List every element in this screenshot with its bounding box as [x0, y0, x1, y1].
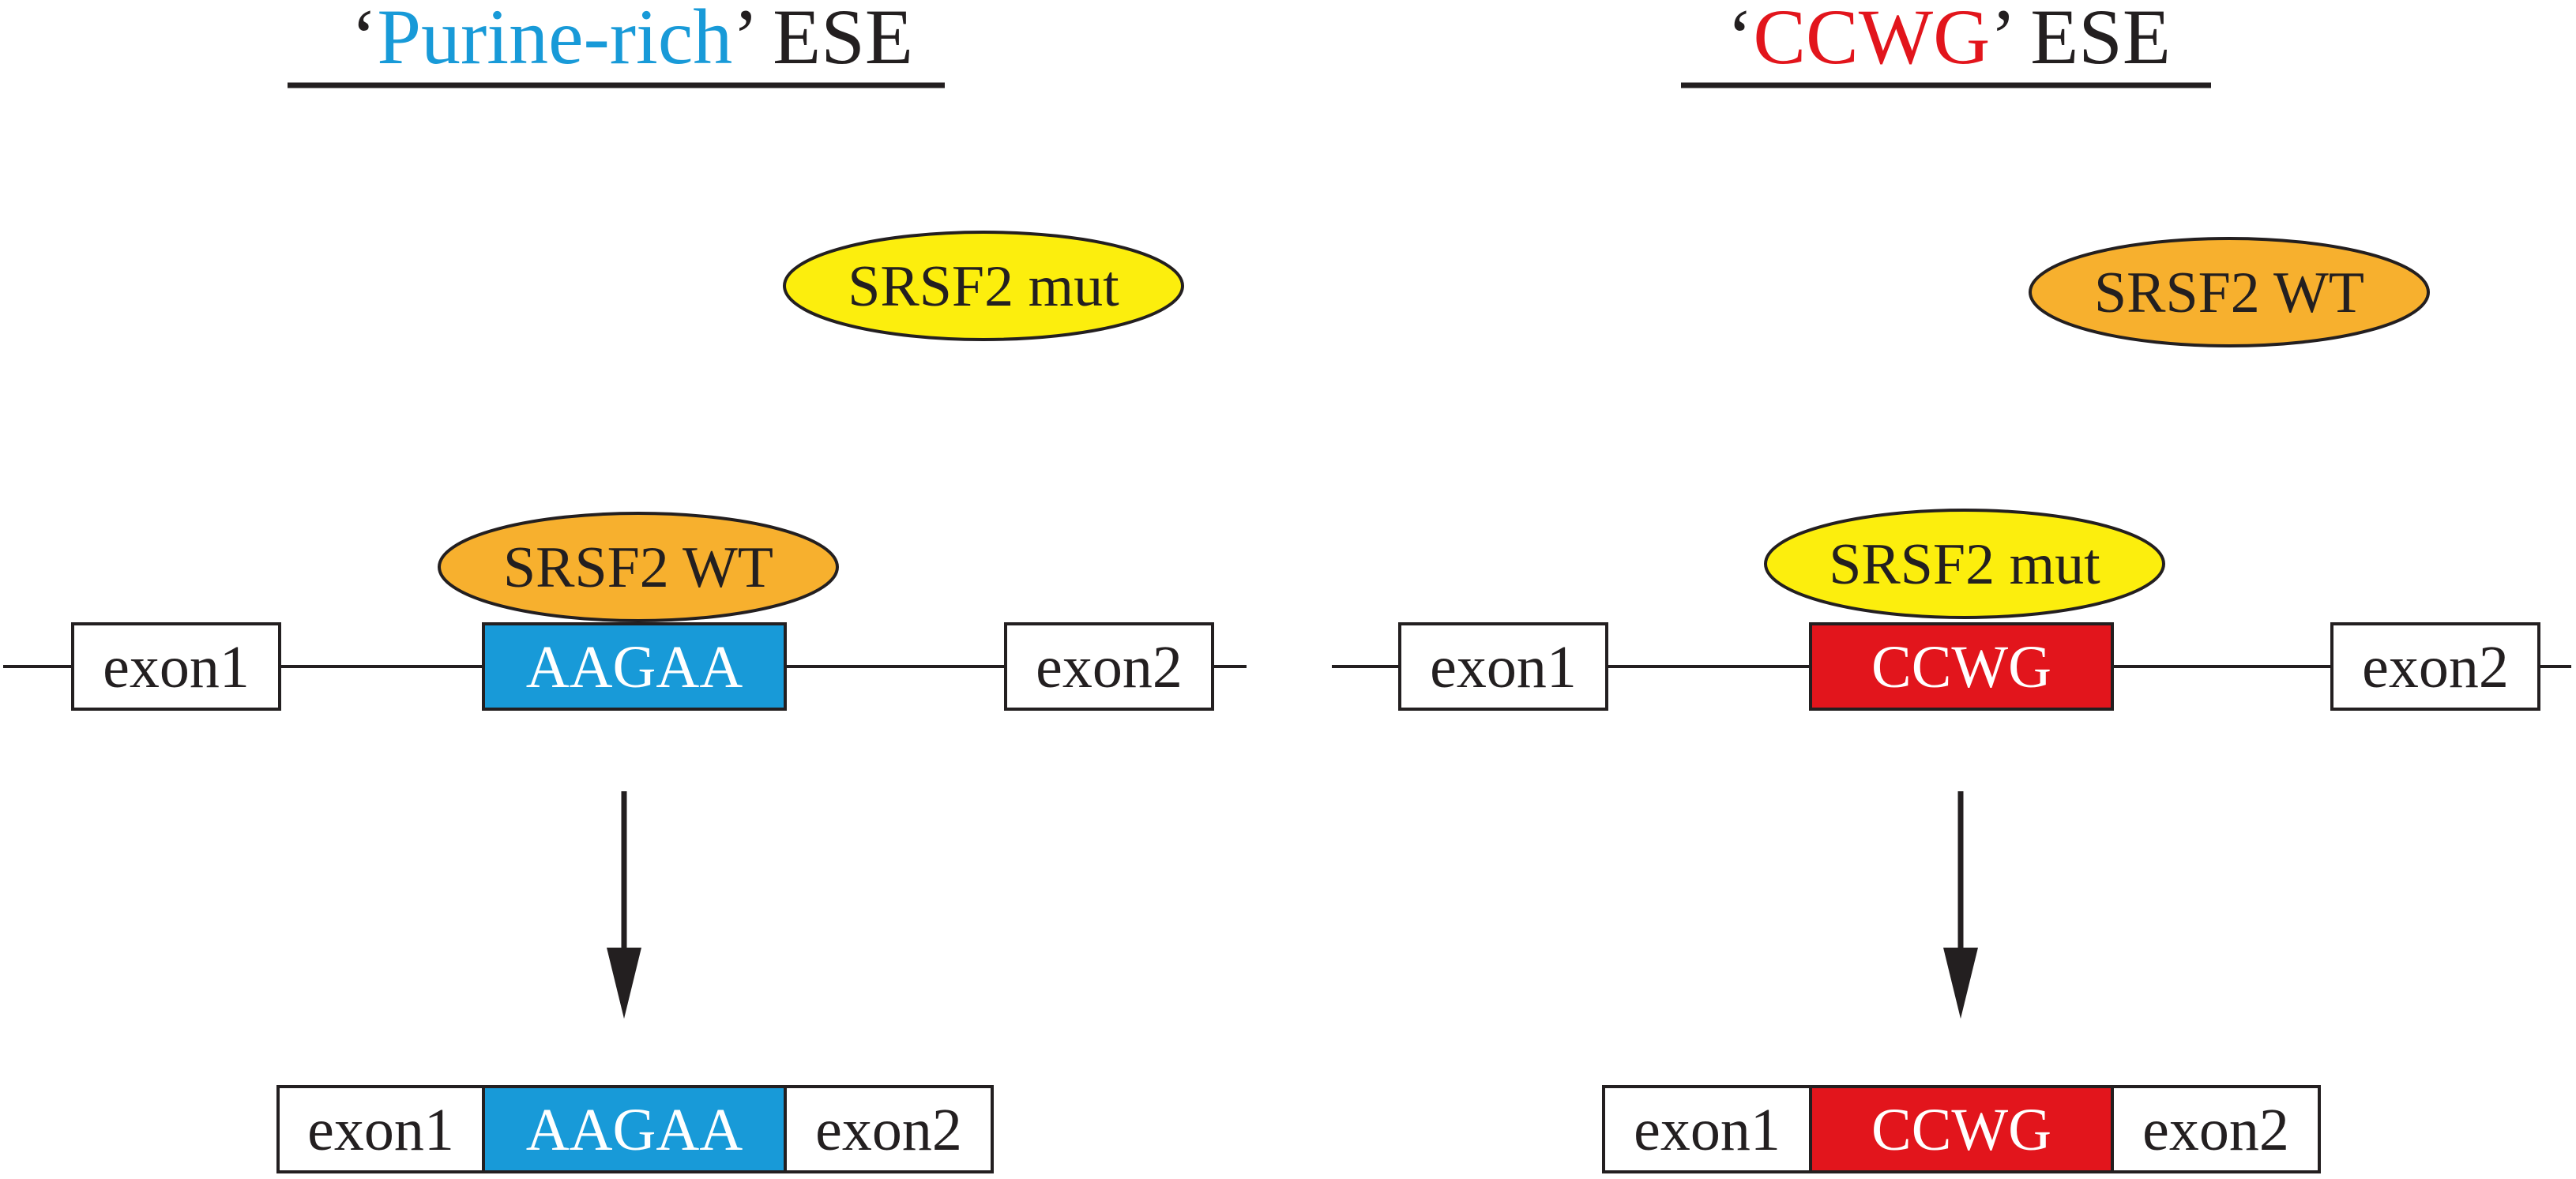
left-exon1-box [71, 622, 281, 711]
right-result-exon1-box [1602, 1085, 1812, 1173]
right-result-motif-label: CCWG [1871, 1097, 2051, 1163]
left-motif-label: AAGAA [526, 634, 743, 700]
right-free-protein-ellipse [2029, 237, 2430, 347]
right-bound-protein-label: SRSF2 mut [1829, 532, 2100, 597]
right-exon1-label: exon1 [1430, 634, 1577, 700]
right-free-protein-label: SRSF2 WT [2094, 261, 2364, 325]
right-title-suffix: ESE [2010, 0, 2171, 81]
left-panel-title: ‘Purine-rich’ ESE [351, 0, 913, 81]
right-title-open-quote: ‘ [1727, 0, 1753, 81]
left-title-suffix: ESE [753, 0, 913, 81]
left-motif-box [482, 622, 787, 711]
left-bound-protein-ellipse [438, 512, 839, 622]
right-exon2-box [2330, 622, 2540, 711]
left-bound-protein-label: SRSF2 WT [503, 535, 773, 600]
right-arrow-head [1943, 948, 1978, 1019]
left-result-exon1-box [276, 1085, 485, 1173]
left-result-exon1-label: exon1 [307, 1097, 454, 1163]
left-result-motif-box [482, 1085, 787, 1173]
left-title-close-quote: ’ [732, 0, 753, 81]
left-free-protein-ellipse [783, 231, 1184, 341]
right-bound-protein-ellipse [1764, 509, 2165, 619]
left-title-open-quote: ‘ [351, 0, 377, 81]
right-title-highlight: CCWG [1753, 0, 1990, 81]
right-panel: ‘CCWG’ ESE SRSF2 WT exon1 CCWG exon2 SRS… [1332, 0, 2571, 1173]
right-result-exon1-label: exon1 [1634, 1097, 1781, 1163]
right-panel-title: ‘CCWG’ ESE [1727, 0, 2171, 81]
left-result-exon2-box [784, 1085, 994, 1173]
right-exon1-box [1398, 622, 1608, 711]
left-result-motif-label: AAGAA [526, 1097, 743, 1163]
left-arrow-head [607, 948, 641, 1019]
right-result-exon2-box [2111, 1085, 2321, 1173]
right-result-exon2-label: exon2 [2142, 1097, 2289, 1163]
left-exon1-label: exon1 [103, 634, 250, 700]
right-motif-label: CCWG [1871, 634, 2051, 700]
left-exon2-box [1004, 622, 1214, 711]
left-result-exon2-label: exon2 [815, 1097, 962, 1163]
left-exon2-label: exon2 [1036, 634, 1183, 700]
left-panel: ‘Purine-rich’ ESE SRSF2 mut exon1 AAGAA … [3, 0, 1247, 1173]
right-motif-box [1809, 622, 2114, 711]
left-free-protein-label: SRSF2 mut [848, 254, 1119, 319]
right-title-close-quote: ’ [1990, 0, 2010, 81]
left-title-highlight: Purine-rich [377, 0, 732, 81]
right-exon2-label: exon2 [2362, 634, 2509, 700]
